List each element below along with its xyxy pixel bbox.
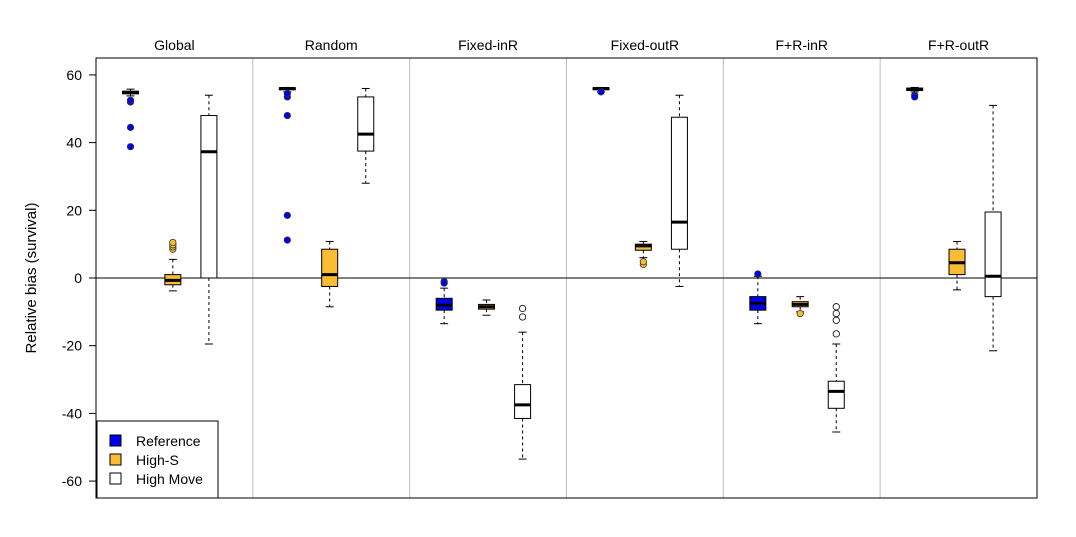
y-axis: -60 -40 -20 0 20 40 60 — [62, 67, 96, 489]
box-high-move — [514, 304, 532, 460]
outlier-point — [126, 143, 135, 151]
y-tick-label: -40 — [62, 405, 82, 421]
box-high-move — [200, 94, 218, 345]
box-reference — [122, 88, 140, 151]
outlier-point — [597, 88, 605, 96]
box-body — [357, 96, 375, 152]
box-high-s — [321, 240, 339, 308]
panel-global — [122, 88, 218, 345]
panel-title-f-r-outr: F+R-outR — [928, 37, 989, 53]
outlier-point — [169, 238, 177, 247]
y-axis-label: Relative bias (survival) — [23, 203, 40, 354]
box-body — [321, 248, 339, 287]
legend-label-reference: Reference — [136, 433, 201, 449]
y-tick-label: 40 — [66, 135, 82, 151]
outlier-point — [754, 270, 762, 278]
box-high-move — [670, 94, 688, 287]
box-body — [200, 115, 218, 279]
box-reference — [278, 86, 296, 244]
outlier-point — [518, 313, 527, 321]
panel-title-random: Random — [305, 37, 358, 53]
panel-f-r-inr — [749, 270, 845, 433]
panel-titles: Global Random Fixed-inR Fixed-outR F+R-inR F+… — [154, 37, 989, 53]
outlier-point — [796, 309, 804, 318]
outlier-point — [518, 304, 527, 313]
legend-label-high-move: High Move — [136, 471, 203, 487]
box-high-s — [634, 240, 652, 269]
box-high-s — [164, 238, 182, 292]
panel-random — [278, 86, 375, 308]
box-reference — [435, 277, 453, 325]
box-reference — [592, 86, 610, 96]
outlier-point — [440, 279, 448, 287]
y-tick-label: 0 — [74, 270, 82, 286]
outlier-point — [832, 316, 840, 324]
legend-label-high-s: High-S — [136, 452, 179, 468]
outlier-point — [639, 258, 647, 266]
y-tick-label: 20 — [66, 202, 82, 218]
outlier-point — [832, 309, 840, 318]
panel-fixed-outr — [592, 86, 688, 287]
outlier-point — [126, 96, 135, 104]
panel-title-global: Global — [154, 37, 194, 53]
legend-swatch-high-move — [109, 472, 122, 485]
outlier-point — [832, 303, 840, 311]
outlier-point — [126, 123, 135, 131]
box-reference — [749, 270, 767, 325]
box-high-move — [984, 104, 1002, 352]
outlier-point — [283, 89, 291, 98]
panel-fixed-inr — [435, 277, 532, 460]
panel-f-r-outr — [906, 86, 1002, 352]
outlier-point — [283, 236, 291, 244]
panel-title-f-r-inr: F+R-inR — [775, 37, 828, 53]
plot-frame — [95, 57, 1038, 499]
y-tick-label: 60 — [66, 67, 82, 83]
legend-swatch-reference — [109, 434, 122, 447]
box-high-move — [827, 303, 845, 433]
box-body — [514, 384, 532, 419]
y-tick-label: -60 — [62, 473, 82, 489]
panel-title-fixed-outr: Fixed-outR — [611, 37, 679, 53]
box-high-s — [478, 299, 496, 316]
box-body — [827, 380, 845, 409]
outlier-point — [832, 330, 840, 338]
box-groups — [122, 86, 1002, 460]
box-high-move — [357, 87, 375, 184]
legend-swatch-high-s — [109, 453, 122, 466]
box-body — [984, 211, 1002, 298]
panel-title-fixed-inr: Fixed-inR — [458, 37, 518, 53]
outlier-point — [283, 111, 291, 120]
box-reference — [906, 86, 924, 101]
box-high-s — [948, 240, 966, 291]
box-high-s — [791, 296, 809, 318]
outlier-point — [911, 93, 919, 101]
y-tick-label: -20 — [62, 338, 82, 354]
box-body — [670, 116, 688, 250]
outlier-point — [283, 211, 291, 219]
